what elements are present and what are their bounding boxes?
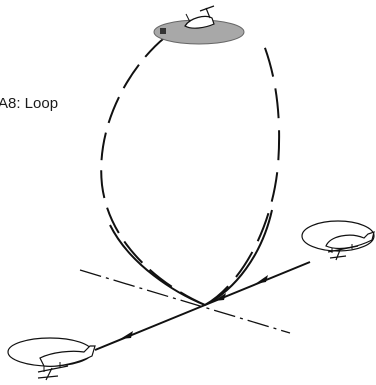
loop-path-right <box>204 39 281 306</box>
loop-path-right-solid <box>204 209 273 306</box>
exit-track <box>94 304 206 351</box>
maneuver-title: A8: Loop <box>0 95 59 112</box>
ground-reference-line <box>79 269 291 334</box>
helicopter-icon <box>7 337 96 381</box>
direction-arrow-entry <box>255 275 268 284</box>
direction-arrow-mid <box>214 293 226 301</box>
helicopter-icon <box>301 220 375 261</box>
helicopter-icon <box>153 5 245 45</box>
loop-path-left-solid <box>109 224 206 306</box>
loop-path-left <box>100 34 206 306</box>
direction-arrow-exit <box>120 331 133 339</box>
